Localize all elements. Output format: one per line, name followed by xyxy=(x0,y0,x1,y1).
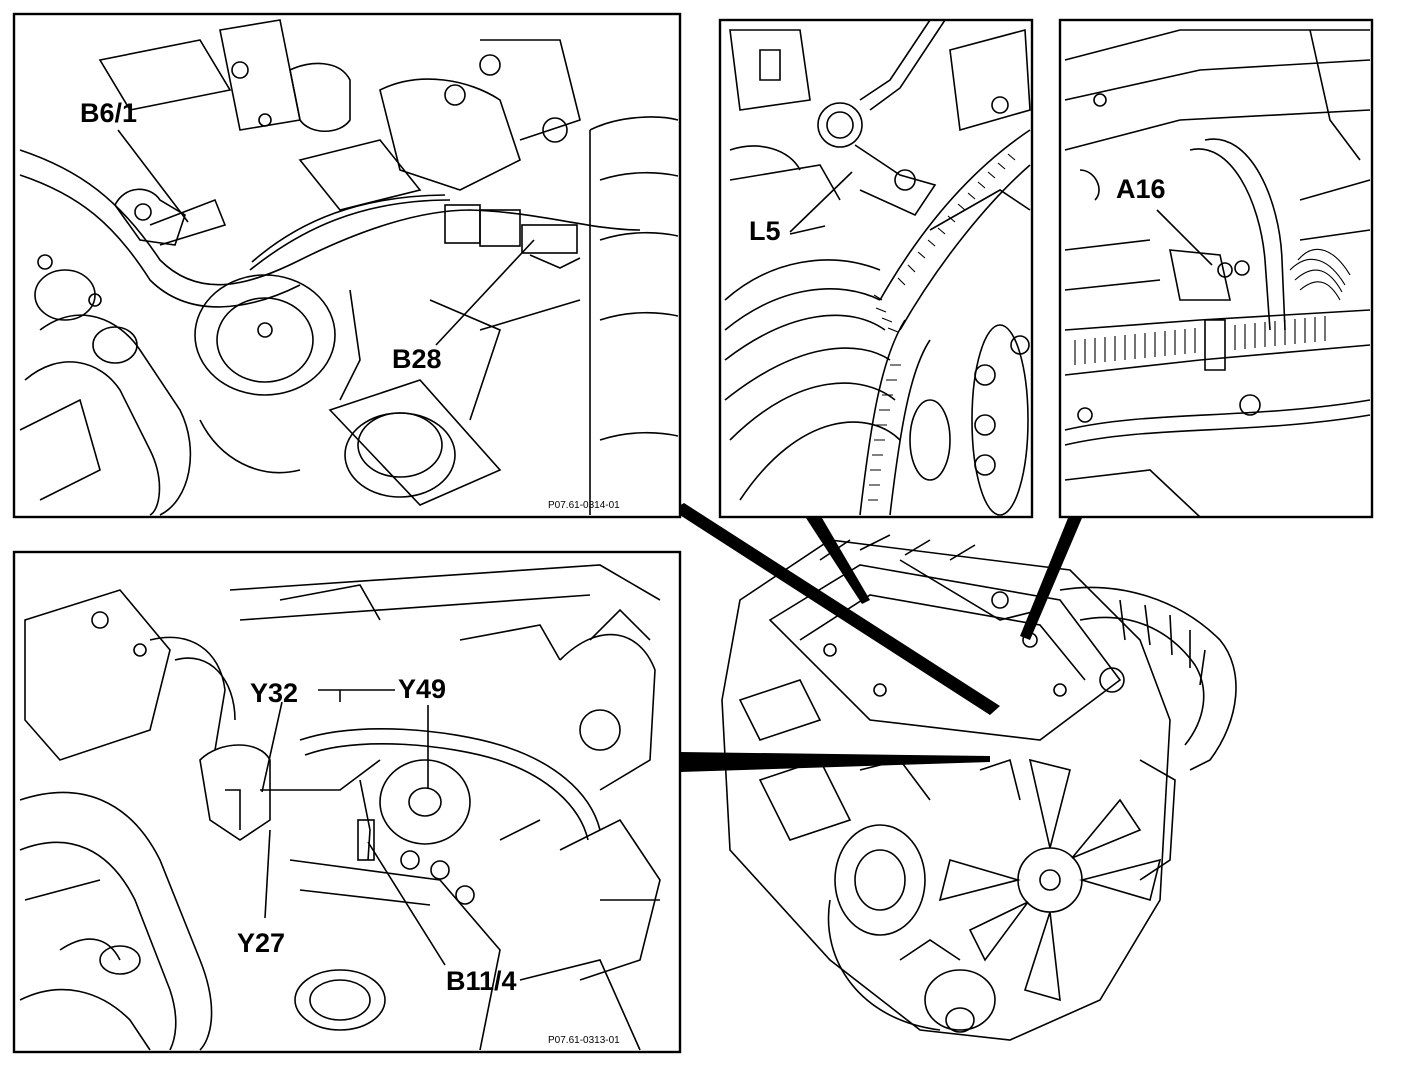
label-b11-4: B11/4 xyxy=(446,966,517,996)
engine-overview xyxy=(721,534,1237,1041)
panel-top-middle: L5 xyxy=(718,18,1034,519)
panel-bottom-left: Y32 Y49 Y27 B11/4 P07.61-0313-01 xyxy=(12,550,682,1054)
label-y27: Y27 xyxy=(237,928,285,958)
label-l5: L5 xyxy=(749,216,781,246)
panel-top-right: A16 xyxy=(1058,18,1374,519)
label-b28: B28 xyxy=(392,344,442,374)
label-y32: Y32 xyxy=(250,678,298,708)
callout-pointers xyxy=(672,503,1082,772)
figure-ref-bottom: P07.61-0313-01 xyxy=(548,1035,620,1046)
label-y49: Y49 xyxy=(398,674,446,704)
label-b6-1: B6/1 xyxy=(80,98,137,128)
panel-top-left: B6/1 B28 P07.61-0314-01 xyxy=(12,12,682,519)
label-a16: A16 xyxy=(1116,174,1166,204)
figure-ref-top: P07.61-0314-01 xyxy=(548,500,620,511)
